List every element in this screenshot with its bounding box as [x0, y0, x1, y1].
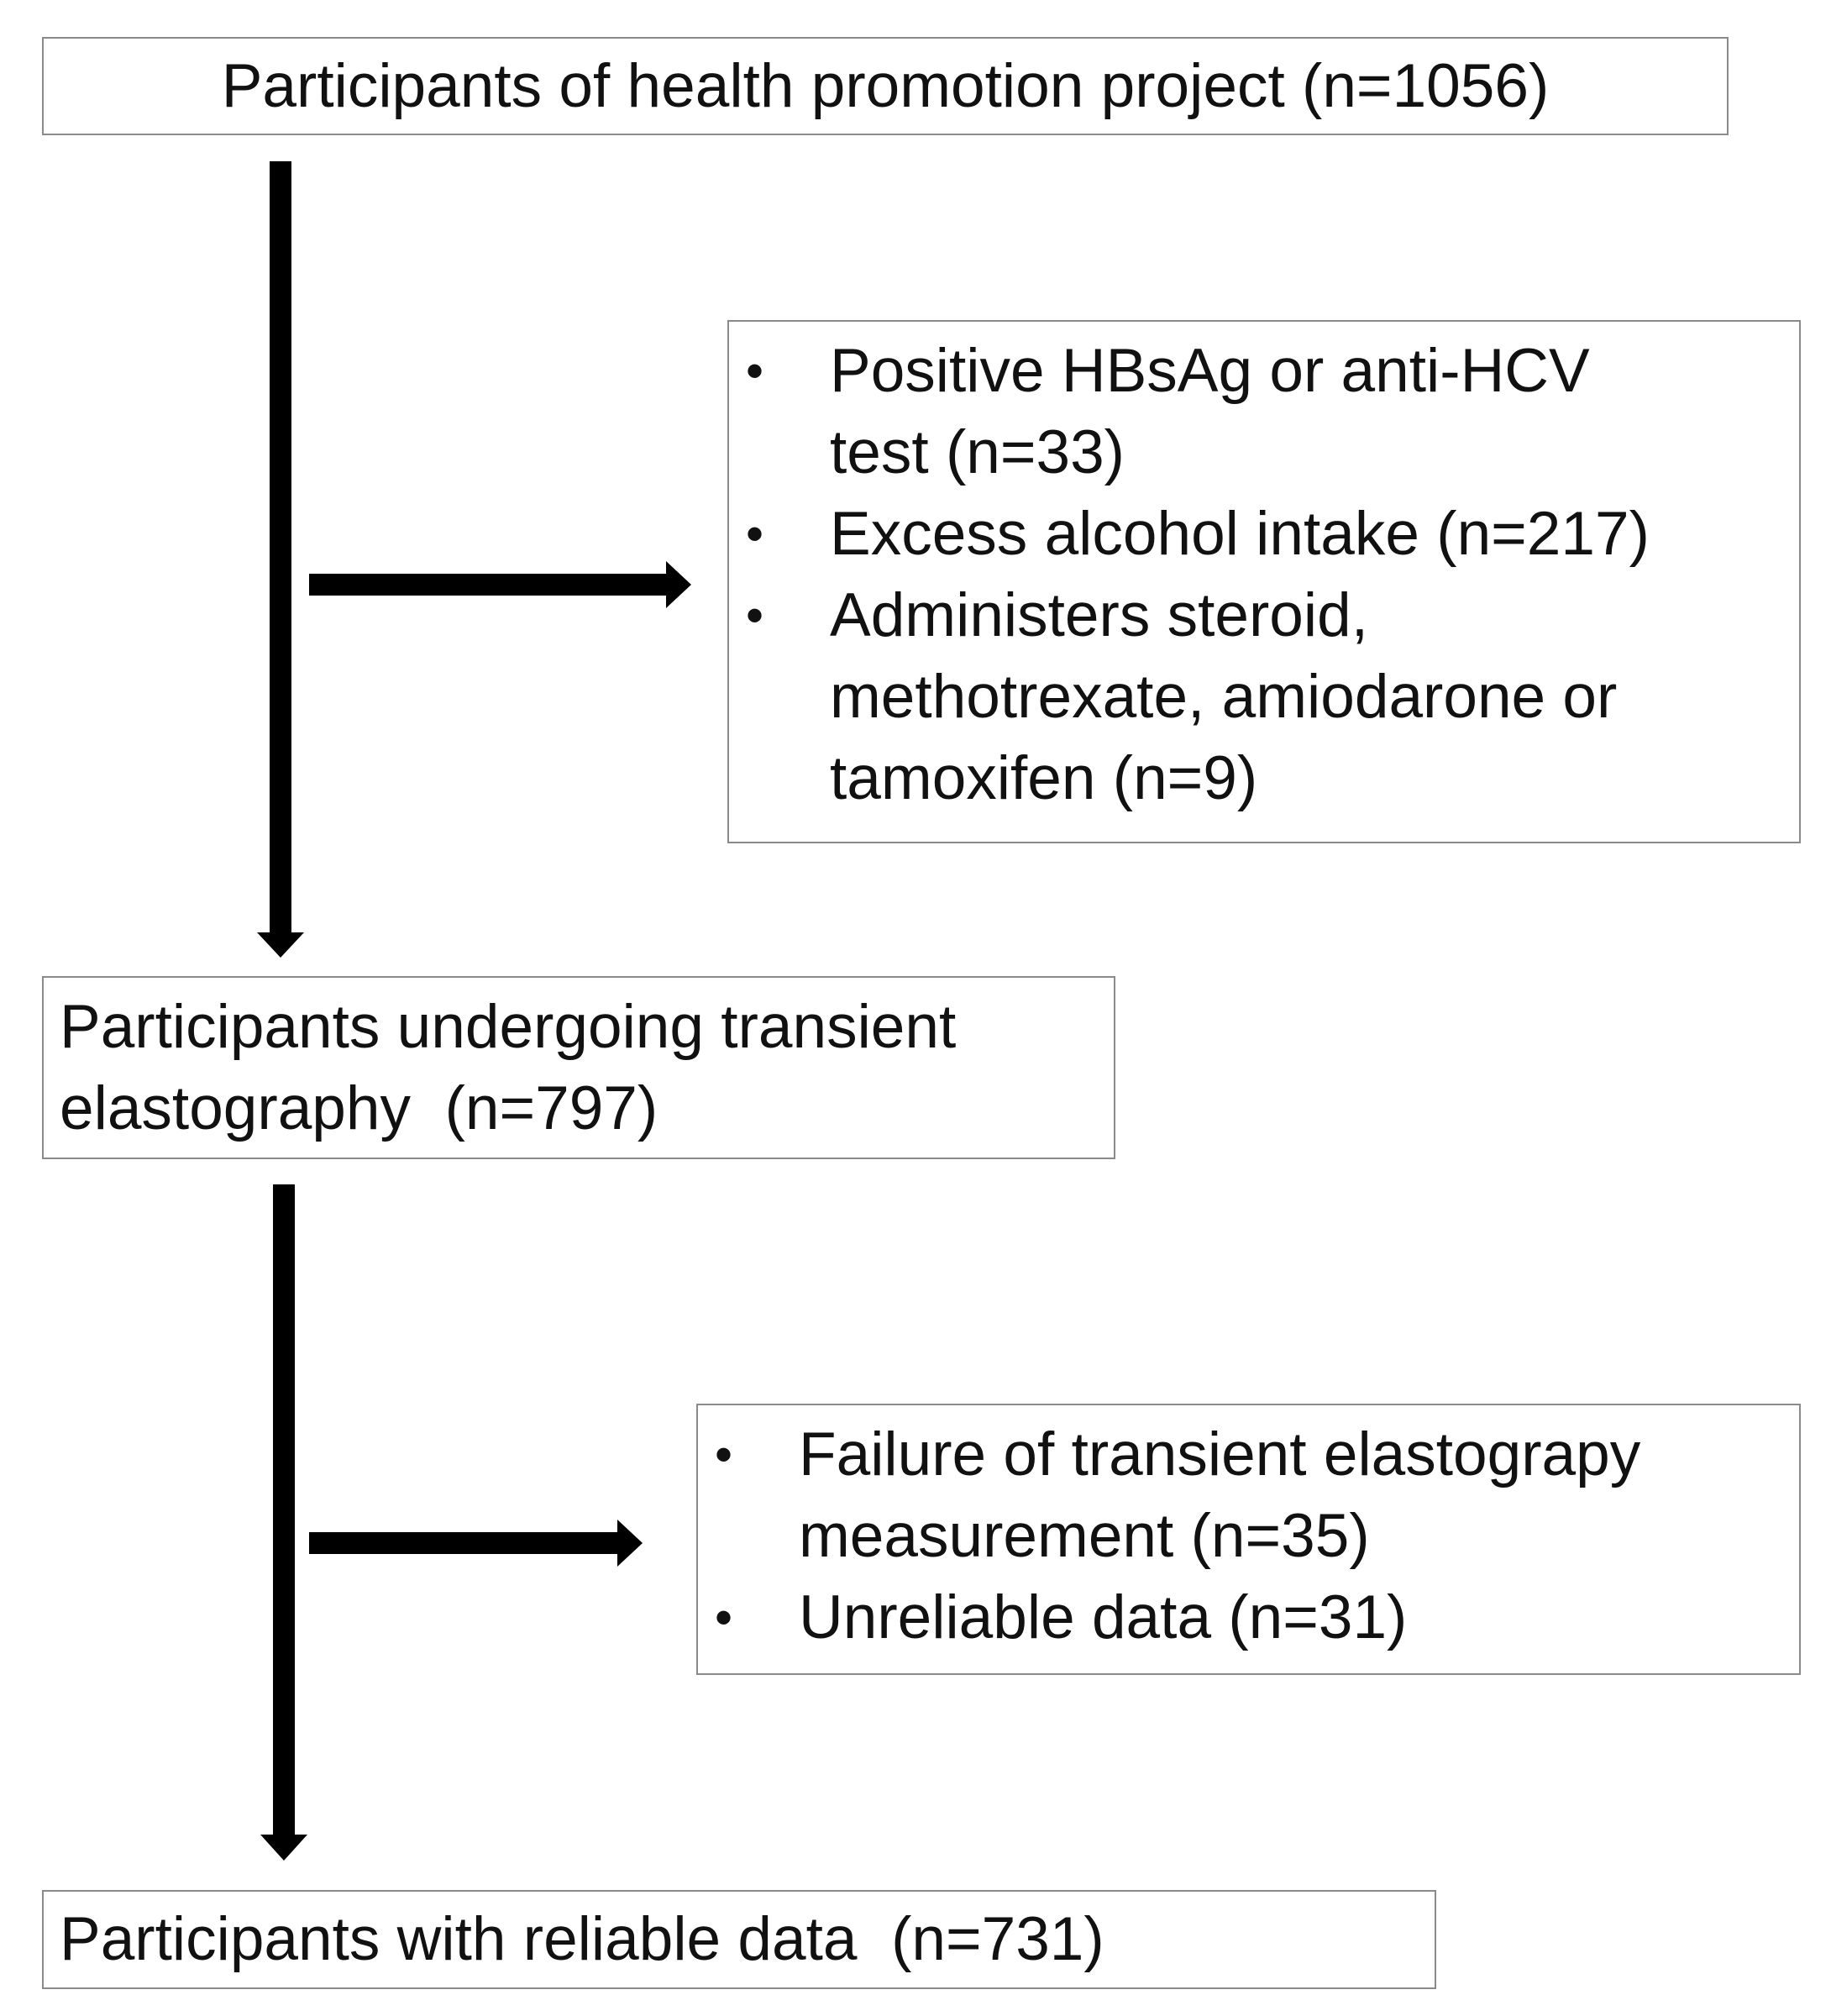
exclusion-item-line: test (n=33)	[830, 418, 1125, 486]
bullet-icon: •	[746, 343, 764, 399]
arrow-down-2-shaft	[273, 1184, 295, 1841]
arrow-right-1-head	[666, 561, 691, 608]
exclusion-item-line: methotrexate, amiodarone or	[830, 663, 1618, 731]
bullet-icon: •	[746, 587, 764, 643]
measurement-exclusion-box: • Failure of transient elastograpy measu…	[696, 1404, 1801, 1675]
exclusion-item-line: Failure of transient elastograpy	[799, 1420, 1641, 1488]
exclusion-item-line: tamoxifen (n=9)	[830, 744, 1258, 812]
exclusion-item-line: Unreliable data (n=31)	[799, 1583, 1408, 1651]
exclusion-item-hbsag-hcv: • Positive HBsAg or anti-HCV test (n=33)	[729, 330, 1799, 493]
exclusion-item-unreliable: • Unreliable data (n=31)	[698, 1577, 1799, 1658]
exclusion-item-line: Administers steroid,	[830, 581, 1368, 649]
elastography-label-line: elastography (n=797)	[60, 1074, 658, 1142]
exclusion-item-line: measurement (n=35)	[799, 1502, 1370, 1570]
arrow-right-2-head	[617, 1520, 643, 1567]
arrow-down-1-shaft	[270, 161, 291, 941]
exclusion-item-line: Positive HBsAg or anti-HCV	[830, 337, 1590, 405]
arrow-down-2-head	[260, 1835, 307, 1861]
bullet-icon: •	[746, 506, 764, 562]
arrow-right-1-shaft	[309, 574, 670, 596]
total-participants-box: Participants of health promotion project…	[42, 37, 1729, 135]
exclusion-criteria-box: • Positive HBsAg or anti-HCV test (n=33)…	[727, 320, 1801, 843]
exclusion-criteria-list: • Positive HBsAg or anti-HCV test (n=33)…	[729, 330, 1799, 819]
elastography-label-line: Participants undergoing transient	[60, 993, 957, 1061]
arrow-down-1-head	[257, 932, 304, 958]
reliable-data-participants-box: Participants with reliable data (n=731)	[42, 1890, 1436, 1989]
exclusion-item-alcohol: • Excess alcohol intake (n=217)	[729, 493, 1799, 575]
measurement-exclusion-list: • Failure of transient elastograpy measu…	[698, 1414, 1799, 1658]
reliable-data-label: Participants with reliable data (n=731)	[60, 1905, 1104, 1973]
bullet-icon: •	[715, 1589, 733, 1646]
elastography-participants-box: Participants undergoing transient elasto…	[42, 976, 1115, 1159]
total-participants-label: Participants of health promotion project…	[221, 52, 1550, 120]
exclusion-item-measurement-failure: • Failure of transient elastograpy measu…	[698, 1414, 1799, 1577]
exclusion-item-medication: • Administers steroid, methotrexate, ami…	[729, 575, 1799, 819]
exclusion-item-line: Excess alcohol intake (n=217)	[830, 500, 1650, 568]
bullet-icon: •	[715, 1426, 733, 1483]
arrow-right-2-shaft	[309, 1532, 622, 1554]
